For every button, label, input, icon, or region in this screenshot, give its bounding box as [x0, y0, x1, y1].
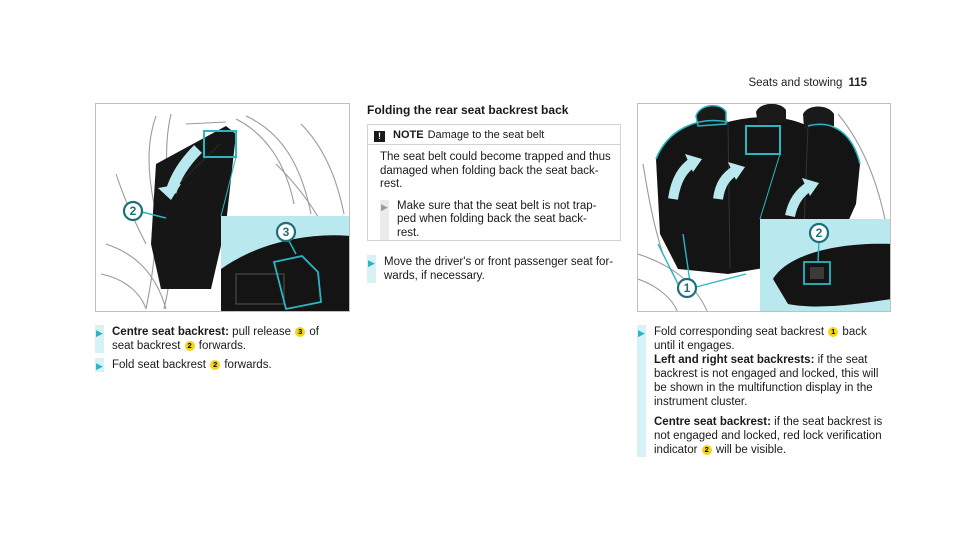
badge-2: 2	[184, 341, 195, 351]
section-name: Seats and stowing	[748, 77, 843, 89]
badge-2: 2	[701, 445, 712, 455]
callout-marker: 1	[676, 277, 698, 299]
step-arrow-icon: ▶	[381, 201, 388, 212]
badge-1: 1	[828, 327, 839, 337]
badge-3: 3	[295, 327, 306, 337]
step-bar	[95, 325, 104, 353]
figure-rear-backrests: 1 2	[637, 103, 891, 312]
step-bar	[367, 255, 376, 283]
instruction-step: ▶ Move the driver's or front passenger s…	[367, 255, 614, 283]
label-centre-seat: Centre seat backrest:	[654, 416, 771, 428]
svg-text:1: 1	[684, 281, 691, 295]
callout-marker: 2	[122, 200, 144, 222]
label-left-right-seat: Left and right seat backrests:	[654, 354, 815, 366]
step-bar	[95, 358, 104, 372]
step-arrow-icon: ▶	[638, 328, 645, 338]
note-step: ▶ Make sure that the seat belt is not tr…	[380, 199, 597, 240]
exclamation-icon: !	[374, 131, 385, 142]
instruction-step: ▶ Centre seat backrest: pull release 3 o…	[95, 325, 319, 353]
page-header: Seats and stowing 115	[748, 77, 867, 89]
rear-seats-illustration: 1 2	[638, 104, 890, 311]
step-bar	[637, 325, 646, 457]
svg-text:3: 3	[283, 225, 290, 239]
centre-seat-illustration: 2 3	[100, 113, 349, 311]
svg-text:2: 2	[130, 204, 137, 218]
instruction-step: ▶ Fold seat backrest 2 forwards.	[95, 358, 272, 372]
note-heading: Damage to the seat belt	[427, 129, 545, 141]
step-arrow-icon: ▶	[96, 361, 103, 371]
callout-marker: 2	[808, 222, 830, 244]
badge-2: 2	[210, 360, 221, 370]
instruction-step: ▶ Fold corresponding seat backrest 1 bac…	[637, 325, 883, 457]
note-label: NOTE	[393, 129, 424, 141]
figure-centre-seat-release: 2 3	[95, 103, 350, 312]
callout-marker: 3	[275, 221, 297, 243]
step-arrow-icon: ▶	[96, 328, 103, 338]
page-number: 115	[848, 77, 867, 89]
svg-text:2: 2	[816, 226, 823, 240]
note-body: The seat belt could become trapped and t…	[380, 151, 611, 240]
step-arrow-icon: ▶	[368, 258, 375, 268]
step-bar	[380, 199, 389, 240]
label-centre-seat: Centre seat backrest:	[112, 326, 229, 338]
section-title: Folding the rear seat backrest back	[367, 103, 569, 117]
